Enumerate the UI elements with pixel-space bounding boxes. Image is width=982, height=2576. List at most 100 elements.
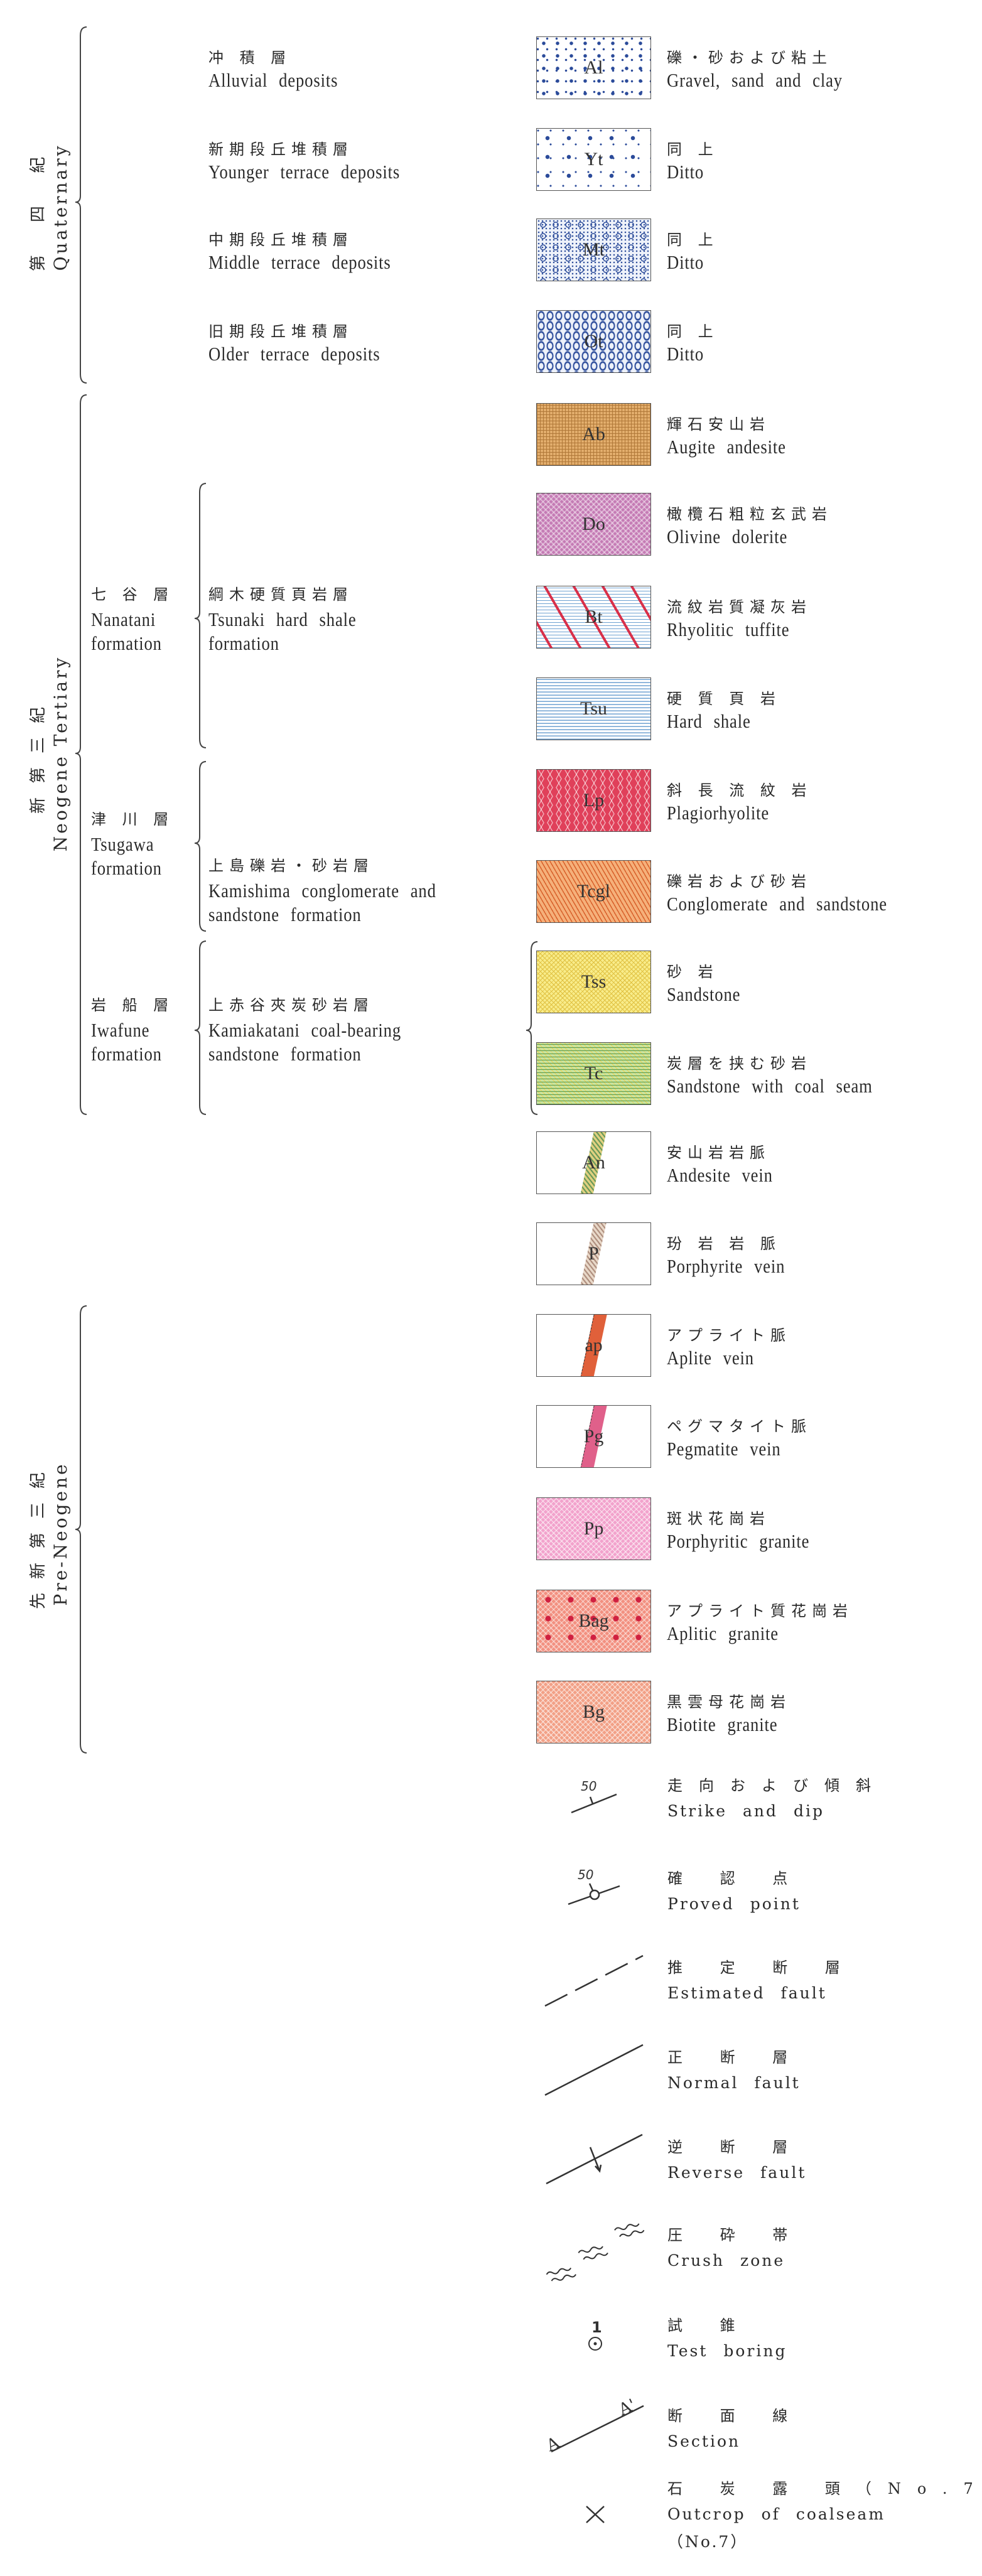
symbol-name-ja: 走向および傾斜 [667, 1777, 887, 1794]
member-name-en: formation [208, 632, 279, 654]
unit-name-en: Aplite vein [667, 1347, 754, 1369]
symbol-name-en: Crush zone [667, 2251, 785, 2270]
unit-name-ja: 同 上 [667, 323, 719, 340]
unit-swatch-pg: Pg [536, 1405, 651, 1468]
member-name-en: Kamiakatani coal-bearing [208, 1019, 402, 1041]
unit-code: An [582, 1152, 605, 1173]
unit-code: Ab [582, 424, 605, 445]
unit-code: Pg [583, 1426, 604, 1447]
unit-swatch-bg: Bg [536, 1681, 651, 1743]
unit-code: Do [582, 514, 605, 534]
boring-number-label: 1 [591, 2319, 602, 2336]
unit-name-ja: 玢 岩 岩 脈 [667, 1235, 781, 1253]
symbol-name-ja: 正 断 層 [667, 2049, 804, 2066]
unit-name-ja: 黒雲母花崗岩 [667, 1693, 791, 1711]
symbol-name-ja: 逆 断 層 [667, 2138, 804, 2156]
unit-name-ja: 橄欖石粗粒玄武岩 [667, 505, 833, 523]
member-name-ja: 新期段丘堆積層 [208, 141, 353, 158]
unit-code: Mt [582, 239, 605, 260]
symbol-name-en: Estimated fault [667, 1984, 827, 2002]
section-label-end: A' [615, 2396, 639, 2420]
member-name-en: Middle terrace deposits [208, 251, 391, 273]
unit-name-en: Biotite granite [667, 1713, 778, 1735]
unit-name-ja: アプライト脈 [667, 1327, 791, 1344]
unit-swatch-tc: Tc [536, 1042, 651, 1105]
unit-swatch-yt: Yt [536, 128, 651, 191]
unit-name-en: Sandstone with coal seam [667, 1075, 873, 1097]
symbol-name-ja: 断 面 線 [667, 2407, 804, 2425]
formation-name-en: formation [91, 857, 162, 879]
section-line-icon [551, 2405, 644, 2453]
brace-sandstone-units [526, 941, 538, 1115]
unit-name-en: Plagiorhyolite [667, 802, 770, 824]
member-name-en: Younger terrace deposits [208, 161, 401, 183]
symbol-name-en: Test boring [667, 2342, 787, 2360]
coal-outcrop-x-icon [586, 2506, 605, 2523]
unit-name-ja: 硬 質 頁 岩 [667, 690, 781, 708]
brace-neogene [75, 394, 87, 1115]
formation-name-en: Iwafune [91, 1019, 150, 1041]
formation-name-en: Tsugawa [91, 833, 154, 855]
unit-code: Al [584, 57, 603, 78]
unit-code: Tc [584, 1063, 603, 1084]
member-name-ja: 上島礫岩・砂岩層 [208, 857, 374, 875]
test-boring-dot-icon [593, 2342, 597, 2346]
member-name-en: sandstone formation [208, 1043, 362, 1065]
symbol-name-en: Proved point [667, 1895, 801, 1913]
dip-angle-label: 50 [578, 1867, 593, 1882]
unit-name-ja: 同 上 [667, 231, 719, 249]
unit-swatch-pp: Pp [536, 1497, 651, 1560]
unit-name-en: Porphyrite vein [667, 1255, 785, 1277]
symbol-name-en: Normal fault [667, 2074, 801, 2092]
brace-tsugawa [194, 761, 207, 932]
symbol-name-en-note: （No.7） [667, 2533, 748, 2551]
brace-iwafune [194, 940, 207, 1115]
formation-name-ja: 津 川 層 [91, 811, 175, 828]
reverse-fault-arrow-icon [589, 2147, 602, 2173]
symbol-name-en: Outcrop of coalseam [667, 2505, 886, 2523]
symbol-name-en: Section [667, 2432, 741, 2450]
unit-name-en: Porphyritic granite [667, 1530, 810, 1552]
member-name-en: sandstone formation [208, 903, 362, 925]
member-name-ja: 上赤谷夾炭砂岩層 [208, 996, 374, 1014]
member-name-ja: 旧期段丘堆積層 [208, 323, 353, 340]
member-name-en: Alluvial deposits [208, 69, 338, 91]
unit-code: Pp [583, 1518, 604, 1539]
formation-name-en: formation [91, 632, 162, 654]
unit-swatch-an: An [536, 1131, 651, 1194]
member-name-ja: 綱木硬質頁岩層 [208, 586, 353, 603]
test-boring-icon [588, 2337, 602, 2351]
unit-name-en: Aplitic granite [667, 1622, 779, 1644]
unit-swatch-lp: Lp [536, 769, 651, 832]
unit-name-ja: 安山岩岩脈 [667, 1144, 770, 1161]
unit-name-ja: アプライト質花崗岩 [667, 1602, 853, 1620]
dip-tick-icon [589, 1796, 594, 1804]
formation-name-en: formation [91, 1043, 162, 1065]
unit-name-en: Olivine dolerite [667, 525, 788, 547]
unit-swatch-mt: Mt [536, 218, 651, 281]
unit-code: Tcgl [577, 881, 610, 902]
crush-zone-icon [546, 2223, 645, 2282]
unit-code: Yt [584, 149, 603, 170]
unit-code: Bag [578, 1610, 609, 1631]
unit-code: ap [585, 1335, 603, 1355]
unit-name-en: Ditto [667, 343, 704, 365]
unit-swatch-tss: Tss [536, 951, 651, 1013]
unit-name-ja: 同 上 [667, 141, 719, 158]
unit-swatch-bt: Bt [536, 586, 651, 649]
symbol-name-en: Strike and dip [667, 1802, 824, 1820]
formation-name-ja: 岩 船 層 [91, 996, 175, 1014]
strike-dip-icon [571, 1793, 617, 1814]
symbol-name-ja: 確 認 点 [667, 1870, 804, 1887]
formation-name-en: Nanatani [91, 608, 156, 630]
section-label-start: A [543, 2433, 563, 2455]
member-name-en: Older terrace deposits [208, 343, 380, 365]
unit-code: Tsu [580, 698, 607, 719]
unit-name-en: Augite andesite [667, 436, 786, 458]
unit-name-ja: 斜 長 流 紋 岩 [667, 782, 812, 799]
unit-swatch-do: Do [536, 493, 651, 556]
symbol-name-en: Reverse fault [667, 2164, 807, 2182]
symbol-name-ja: 圧 砕 帯 [667, 2226, 804, 2244]
member-name-en: Kamishima conglomerate and [208, 880, 436, 902]
unit-name-ja: ペグマタイト脈 [667, 1418, 812, 1435]
